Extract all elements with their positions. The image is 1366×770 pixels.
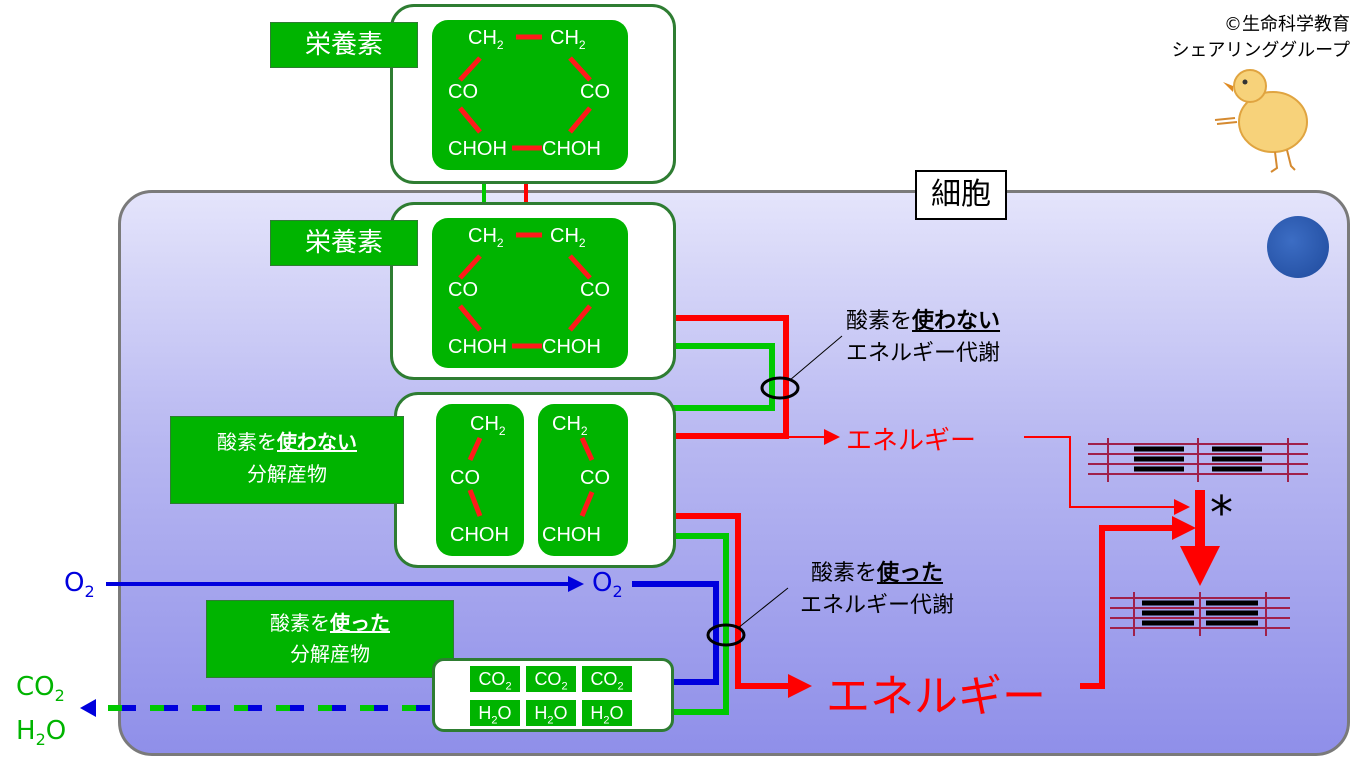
anaerobic-metabolism-label: 酸素を使わない エネルギー代謝 xyxy=(846,306,1000,370)
choh-left-outside: CHOH xyxy=(448,138,507,160)
choh-right-inside: CHOH xyxy=(542,336,601,358)
co-pyr-right: CO xyxy=(580,467,610,489)
copyright-line1: ©生命科学教育 xyxy=(1224,14,1350,35)
muscle-fiber-relaxed xyxy=(1088,438,1308,482)
nutrient-label-outside-text: 栄養素 xyxy=(304,30,383,60)
pyruvate-molecule-left xyxy=(436,404,524,556)
glucose-bonds-outside xyxy=(458,34,592,151)
h2o-excreted-label: H2O xyxy=(16,716,67,750)
copyright-text: ©生命科学教育 シェアリンググループ xyxy=(1150,12,1350,64)
ch2-left-outside: CH2 xyxy=(468,27,504,52)
aerobic-marker-ring xyxy=(706,623,746,647)
ch2-pyr-right: CH2 xyxy=(552,413,588,438)
ch2-right-inside: CH2 xyxy=(550,225,586,250)
chick-mascot xyxy=(1214,69,1308,173)
anaerobic-callout-line xyxy=(789,335,843,381)
asterisk-mark: * xyxy=(1210,486,1233,540)
energy-small-label: エネルギー xyxy=(846,426,977,456)
aerobic-product-line2: 分解産物 xyxy=(290,642,370,666)
anaerobic-metabolism-line1: 酸素を使わない xyxy=(846,309,1001,334)
cell-label: 細胞 xyxy=(931,177,991,212)
choh-pyr-right: CHOH xyxy=(542,524,601,546)
anaerobic-marker-ring xyxy=(760,376,800,400)
pyruvate-molecule-right xyxy=(538,404,628,556)
glucose-molecule-outside xyxy=(432,20,628,170)
nucleus xyxy=(1267,216,1329,278)
aerobic-metabolism-label: 酸素を使った エネルギー代謝 xyxy=(800,558,954,622)
o2-outside-label: O2 xyxy=(64,568,95,602)
choh-pyr-left: CHOH xyxy=(450,524,509,546)
ch2-left-inside: CH2 xyxy=(468,225,504,250)
choh-right-outside: CHOH xyxy=(542,138,601,160)
co-left-outside: CO xyxy=(448,81,478,103)
ch2-right-outside: CH2 xyxy=(550,27,586,52)
energy-to-muscle-thin-line xyxy=(1024,436,1190,515)
ch2-pyr-left: CH2 xyxy=(470,413,506,438)
h2o-chip-2: H2O xyxy=(526,700,576,727)
pyruvate-bonds xyxy=(467,436,595,517)
energy-large-label: エネルギー xyxy=(826,671,1046,722)
aerobic-callout-line xyxy=(737,587,789,629)
co-pyr-left: CO xyxy=(450,467,480,489)
co2-chip-1: CO2 xyxy=(470,666,520,693)
h2o-chip-1: H2O xyxy=(470,700,520,727)
anaerobic-product-line2: 分解産物 xyxy=(247,462,327,486)
excretion-arrowhead xyxy=(80,699,96,717)
co2-chip-3: CO2 xyxy=(582,666,632,693)
o2-inside-label: O2 xyxy=(592,568,623,602)
copyright-line2: シェアリンググループ xyxy=(1171,40,1350,61)
glucose-molecule-inside xyxy=(432,218,628,368)
anaerobic-product-label: 酸素を使わない 分解産物 xyxy=(170,416,404,504)
aerobic-product-line1: 酸素を使った xyxy=(270,611,390,635)
o2-to-co2-path xyxy=(632,581,719,694)
nutrient-label-outside: 栄養素 xyxy=(270,22,418,68)
cell-label-box: 細胞 xyxy=(915,170,1007,220)
co2-excreted-label: CO2 xyxy=(16,672,65,706)
co-right-inside: CO xyxy=(580,279,610,301)
aerobic-metabolism-line1: 酸素を使った xyxy=(810,561,944,586)
anaerobic-metabolism-line2: エネルギー代謝 xyxy=(846,341,1001,366)
anaerobic-green-path xyxy=(632,343,775,420)
co-left-inside: CO xyxy=(448,279,478,301)
h2o-chip-3: H2O xyxy=(582,700,632,727)
co2-chip-2: CO2 xyxy=(526,666,576,693)
anaerobic-red-path xyxy=(594,315,789,448)
aerobic-metabolism-line2: エネルギー代謝 xyxy=(800,593,955,618)
energy-to-muscle-thick-line xyxy=(1080,516,1196,689)
glucose-bonds-inside xyxy=(458,232,592,349)
anaerobic-product-line1: 酸素を使わない xyxy=(217,430,357,454)
nutrient-label-inside-text: 栄養素 xyxy=(304,228,383,258)
muscle-fiber-contracted xyxy=(1110,592,1290,636)
co-right-outside: CO xyxy=(580,81,610,103)
choh-left-inside: CHOH xyxy=(448,336,507,358)
aerobic-product-label: 酸素を使った 分解産物 xyxy=(206,600,454,678)
nutrient-label-inside: 栄養素 xyxy=(270,220,418,266)
